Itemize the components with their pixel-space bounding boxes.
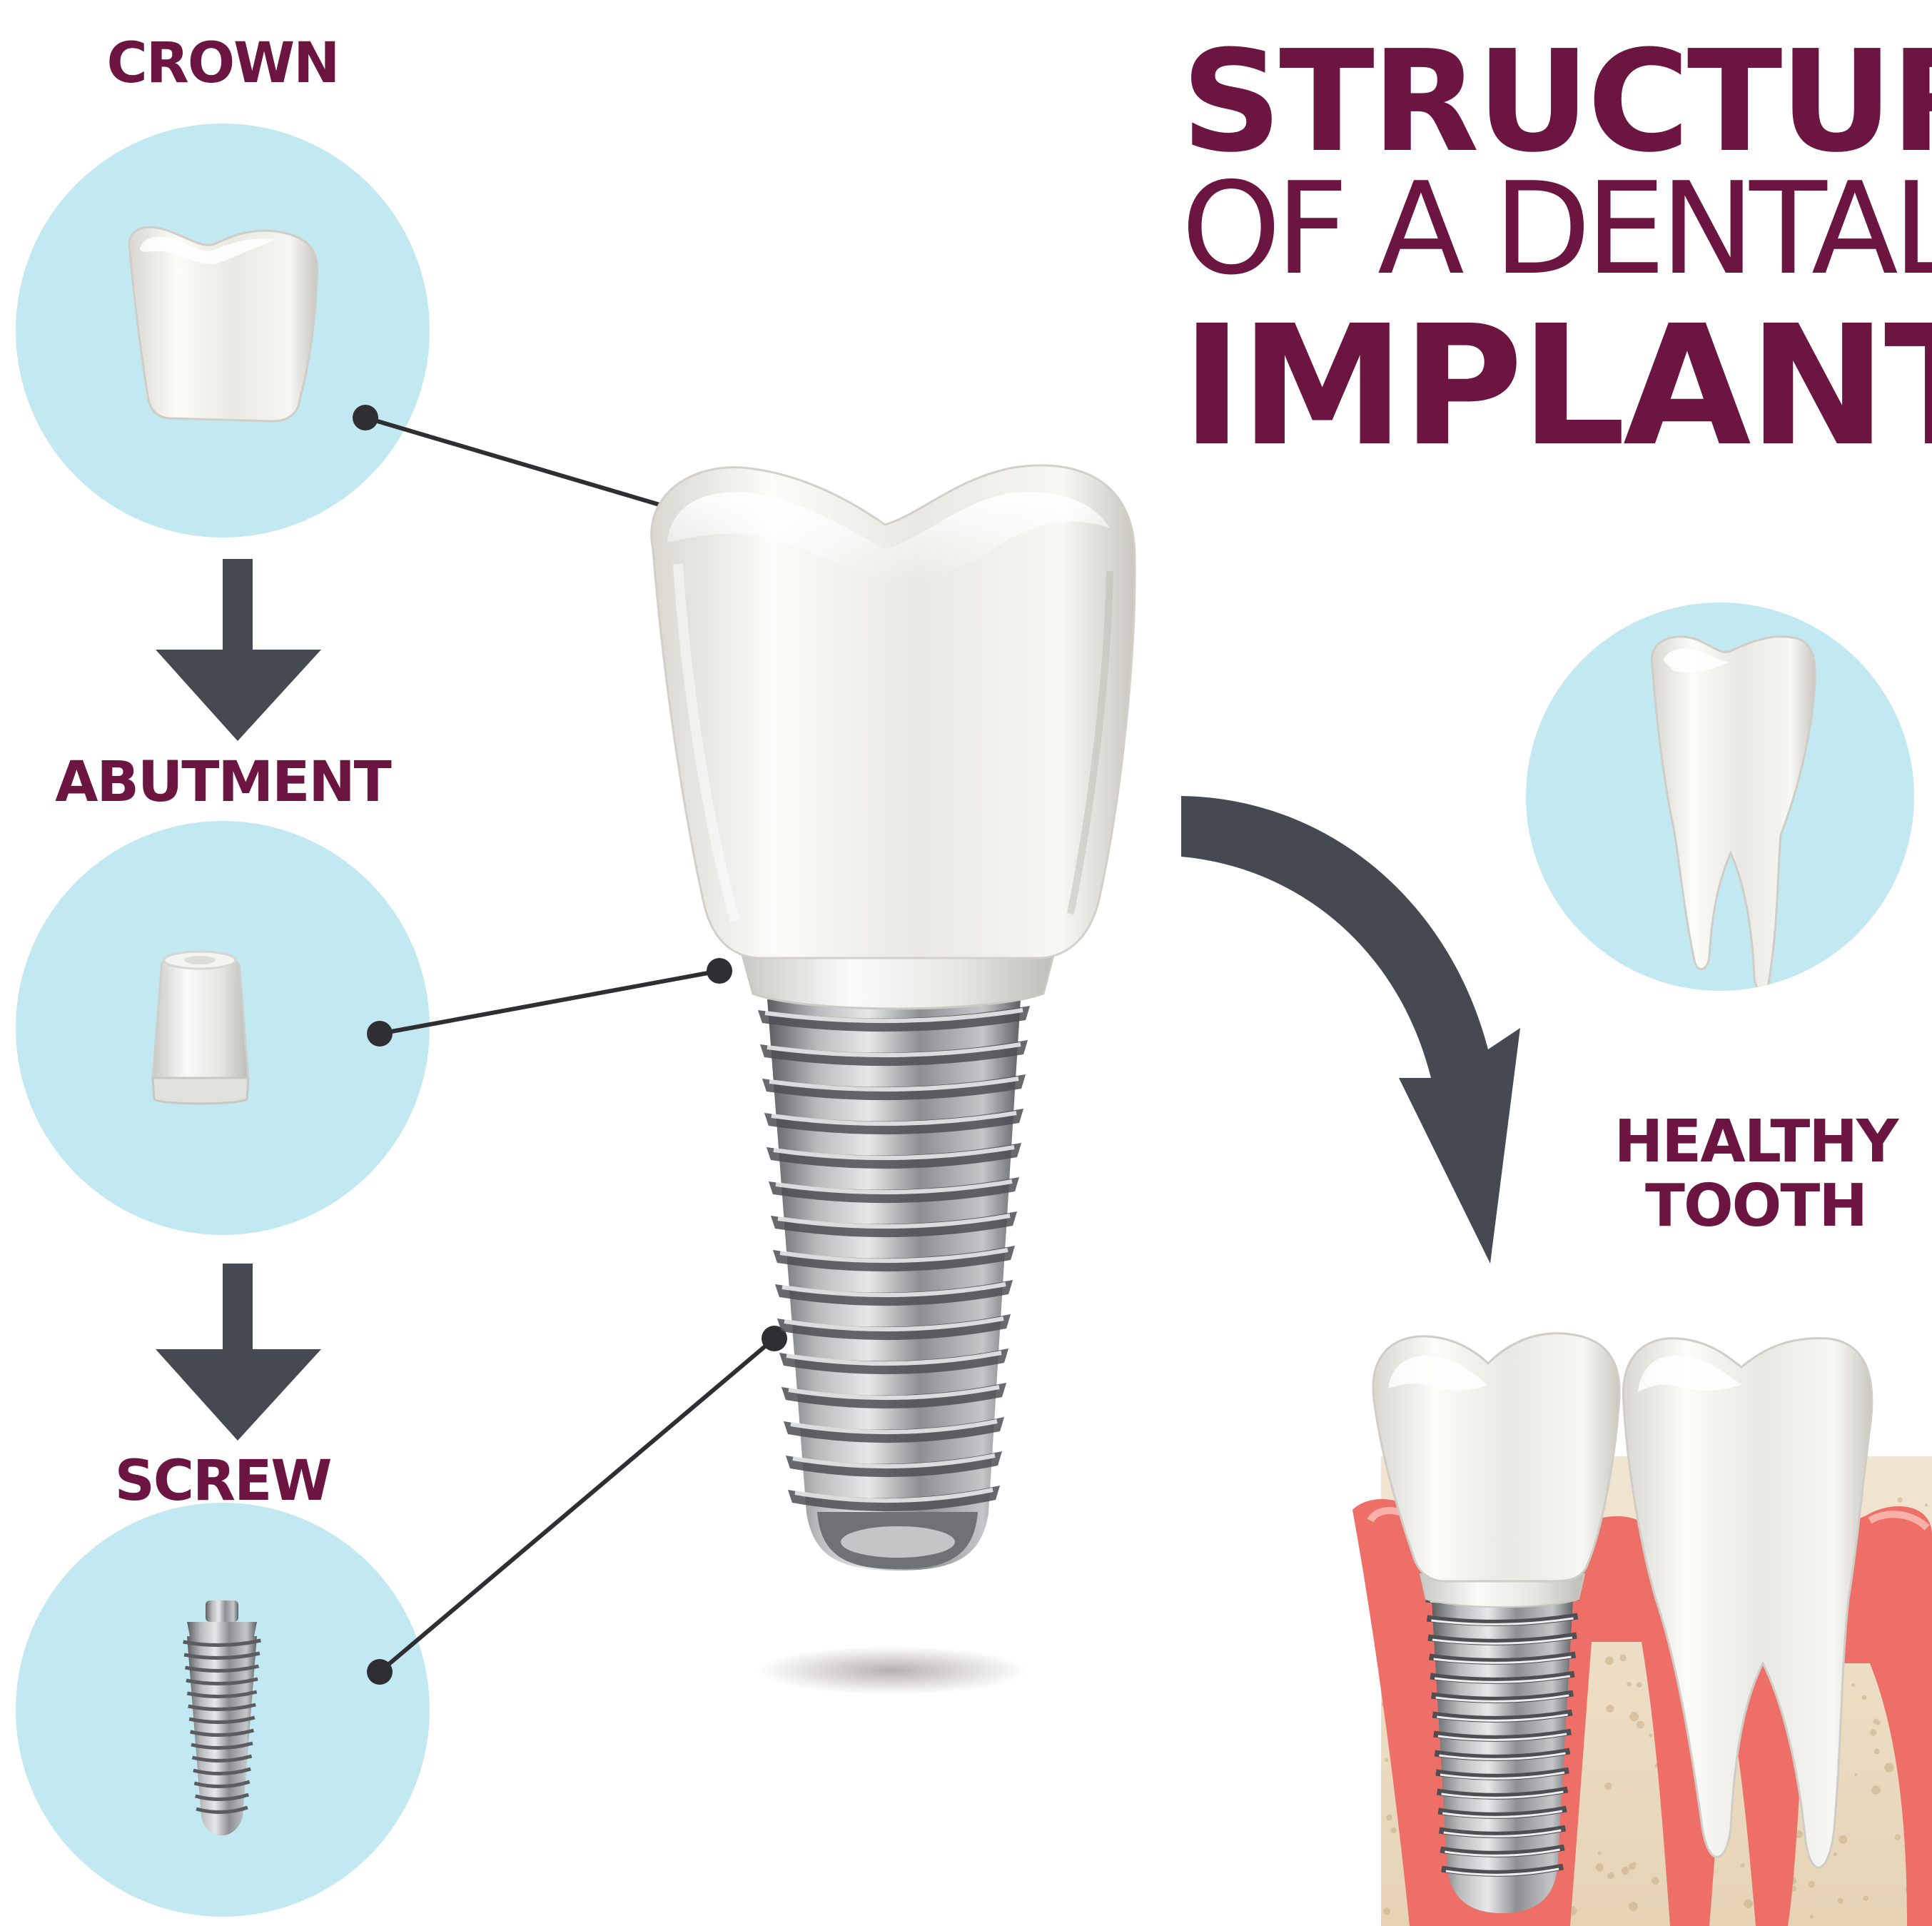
down-arrow-icon xyxy=(156,1264,321,1441)
healthy-tooth-label-line2: TOOTH xyxy=(1542,1174,1932,1239)
title-line-1: STRUCTURE xyxy=(1181,32,1932,172)
abutment-label: ABUTMENT xyxy=(9,755,437,810)
crown-circle xyxy=(16,123,430,538)
title-line-3: IMPLANT xyxy=(1181,303,1932,469)
crown-label: CROWN xyxy=(9,36,437,91)
curved-arrow-icon xyxy=(1181,796,1520,1264)
screw-label: SCREW xyxy=(9,1453,437,1509)
healthy-tooth-label: HEALTHY TOOTH xyxy=(1542,1110,1932,1239)
implant-illustration xyxy=(652,465,1135,1695)
healthy-tooth-circle xyxy=(1526,602,1914,991)
crown-icon xyxy=(129,227,318,421)
down-arrow-icon xyxy=(156,559,321,741)
screw-circle xyxy=(16,1503,430,1917)
abutment-circle xyxy=(16,821,430,1235)
jaw-cross-section xyxy=(1352,1333,1932,1926)
healthy-tooth-label-line1: HEALTHY xyxy=(1542,1110,1932,1174)
title-line-2: OF A DENTAL xyxy=(1181,166,1932,293)
abutment-icon xyxy=(153,952,248,1104)
